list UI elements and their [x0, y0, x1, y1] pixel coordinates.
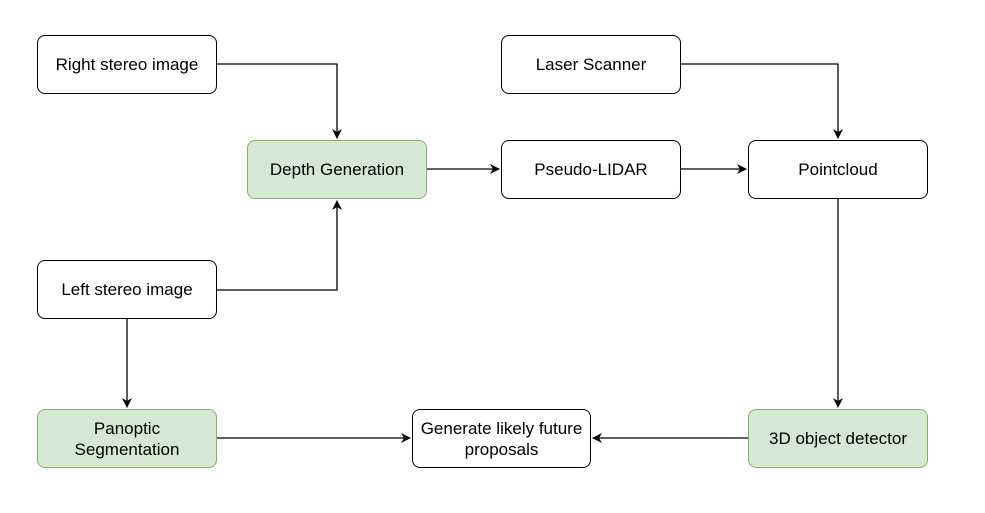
node-right-stereo-image: Right stereo image	[37, 35, 217, 94]
node-3d-object-detector: 3D object detector	[748, 409, 928, 468]
node-label: Laser Scanner	[535, 55, 647, 74]
node-label: Pointcloud	[798, 160, 878, 179]
node-label-line-1: Generate likely future	[420, 418, 583, 438]
node-label: 3D object detector	[769, 429, 907, 448]
node-label-line-1: Panoptic	[93, 418, 161, 438]
edge-left-stereo-to-depth	[217, 200, 342, 291]
node-label: Left stereo image	[61, 280, 193, 299]
node-laser-scanner: Laser Scanner	[501, 35, 681, 94]
node-pseudo-lidar: Pseudo-LIDAR	[501, 140, 681, 199]
edge-laser-to-pointcloud	[681, 63, 843, 139]
edge-right-stereo-to-depth	[217, 63, 342, 139]
node-label-line-2: Segmentation	[74, 439, 180, 459]
node-panoptic-segmentation: Panoptic Segmentation	[37, 409, 217, 468]
node-generate-proposals: Generate likely future proposals	[412, 409, 591, 468]
node-pointcloud: Pointcloud	[748, 140, 928, 199]
node-label: Pseudo-LIDAR	[534, 160, 648, 179]
node-depth-generation: Depth Generation	[247, 140, 427, 199]
node-label-line-2: proposals	[464, 439, 539, 459]
node-label: Right stereo image	[55, 55, 199, 74]
node-label: Depth Generation	[269, 160, 405, 179]
node-left-stereo-image: Left stereo image	[37, 260, 217, 319]
